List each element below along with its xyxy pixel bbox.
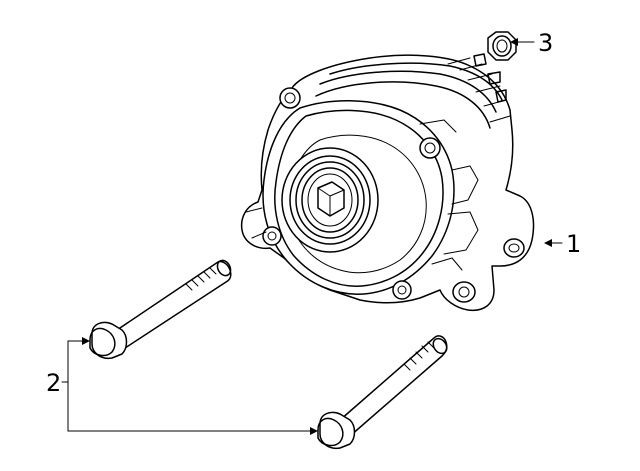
bolt-lower: [317, 335, 448, 450]
callout-3: 3: [538, 29, 554, 57]
bolt-upper: [89, 259, 232, 360]
leader-3: [510, 38, 535, 46]
callout-2: 2: [46, 369, 62, 397]
callout-1: 1: [566, 230, 582, 258]
leader-2: [61, 337, 318, 435]
leader-1: [544, 239, 563, 247]
alternator: [240, 53, 535, 312]
nut: [487, 31, 517, 61]
